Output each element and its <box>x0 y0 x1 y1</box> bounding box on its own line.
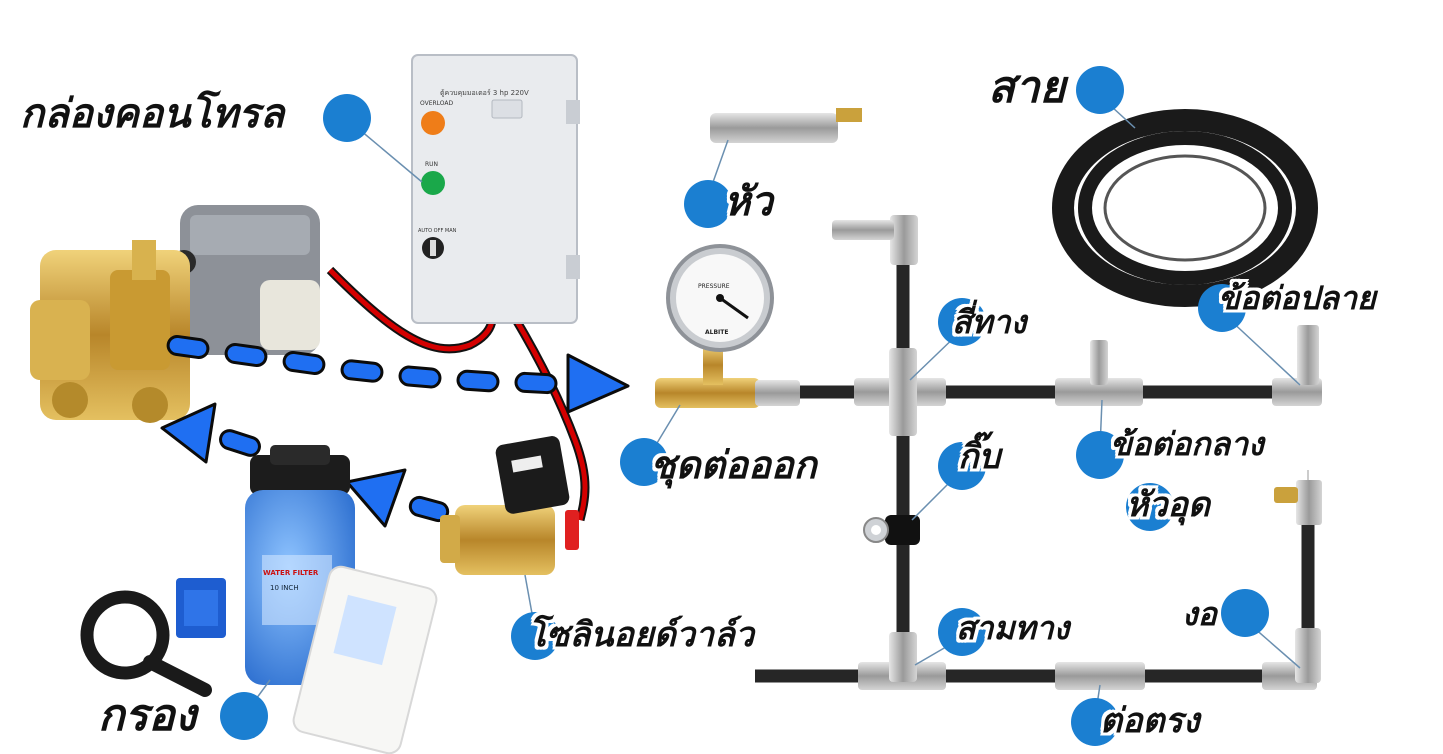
filter-brand-text: WATER FILTER <box>263 569 319 577</box>
run-text: RUN <box>425 161 438 168</box>
label-control-box: กล่องคอนโทรล <box>20 91 285 137</box>
dot-cross <box>938 298 986 346</box>
selector-text: AUTO OFF MAN <box>418 228 457 234</box>
label-elbow: งอ <box>1182 595 1217 633</box>
label-outlet-set: ชุดต่อออก <box>650 443 817 487</box>
end-connector-fitting <box>1272 325 1322 406</box>
top-fitting <box>832 215 918 265</box>
plug-fitting <box>1274 480 1322 525</box>
label-plug: หัวอุด <box>1126 485 1211 525</box>
run-lamp <box>421 171 445 195</box>
filter-wrench <box>80 590 212 697</box>
overload-text: OVERLOAD <box>420 100 454 107</box>
dot-filter <box>220 692 268 740</box>
dot-solenoid <box>511 612 559 660</box>
filter-size-text: 10 INCH <box>270 584 299 592</box>
filter-cartridge <box>292 565 438 754</box>
flow-arrow-in <box>160 402 450 528</box>
dot-elbow <box>1221 589 1269 637</box>
control-box <box>411 54 580 324</box>
label-filter: กรอง <box>98 690 197 741</box>
label-straight-connector: ต่อตรง <box>1100 701 1200 741</box>
dot-end-connector <box>1198 284 1246 332</box>
dot-hose <box>1076 66 1124 114</box>
label-middle-connector: ข้อต่อกลาง <box>1110 425 1264 463</box>
dot-middle-connector <box>1076 431 1124 479</box>
hose-coil <box>1052 109 1318 307</box>
cross-fitting <box>854 348 946 436</box>
dot-control-box <box>323 94 371 142</box>
label-tee: สามทาง <box>956 609 1070 647</box>
outlet-set <box>655 244 800 408</box>
middle-connector-fitting <box>1055 340 1143 406</box>
dot-straight-connector <box>1071 698 1119 746</box>
dot-outlet-set <box>620 438 668 486</box>
label-clamp: กิ๊บ <box>958 437 1001 477</box>
label-nozzle: หัว <box>724 179 773 225</box>
control-box-title: ตู้ควบคุมมอเตอร์ 3 hp 220V <box>440 89 529 97</box>
clamp-fitting <box>863 515 920 545</box>
straight-connector-fitting <box>1055 662 1145 690</box>
label-solenoid-valve: โซลินอยด์วาล์ว <box>528 615 754 655</box>
dot-clamp <box>938 442 986 490</box>
dot-tee <box>938 608 986 656</box>
pump <box>30 205 320 423</box>
tee-fitting <box>858 632 946 690</box>
label-end-connector: ข้อต่อปลาย <box>1218 279 1376 317</box>
nozzle <box>710 108 862 143</box>
dot-plug <box>1126 483 1174 531</box>
callout-dots <box>220 66 1269 746</box>
flow-arrow-out <box>166 334 630 414</box>
gauge-brand-text: ALBITE <box>705 329 728 336</box>
solenoid-valve <box>440 436 579 575</box>
label-hose: สาย <box>988 62 1066 113</box>
elbow-fitting <box>1262 628 1321 690</box>
label-cross: สี่ทาง <box>952 303 1027 341</box>
gauge-face-text: PRESSURE <box>698 283 730 290</box>
filter-bracket <box>176 578 226 638</box>
dot-nozzle <box>684 180 732 228</box>
overload-lamp <box>421 111 445 135</box>
